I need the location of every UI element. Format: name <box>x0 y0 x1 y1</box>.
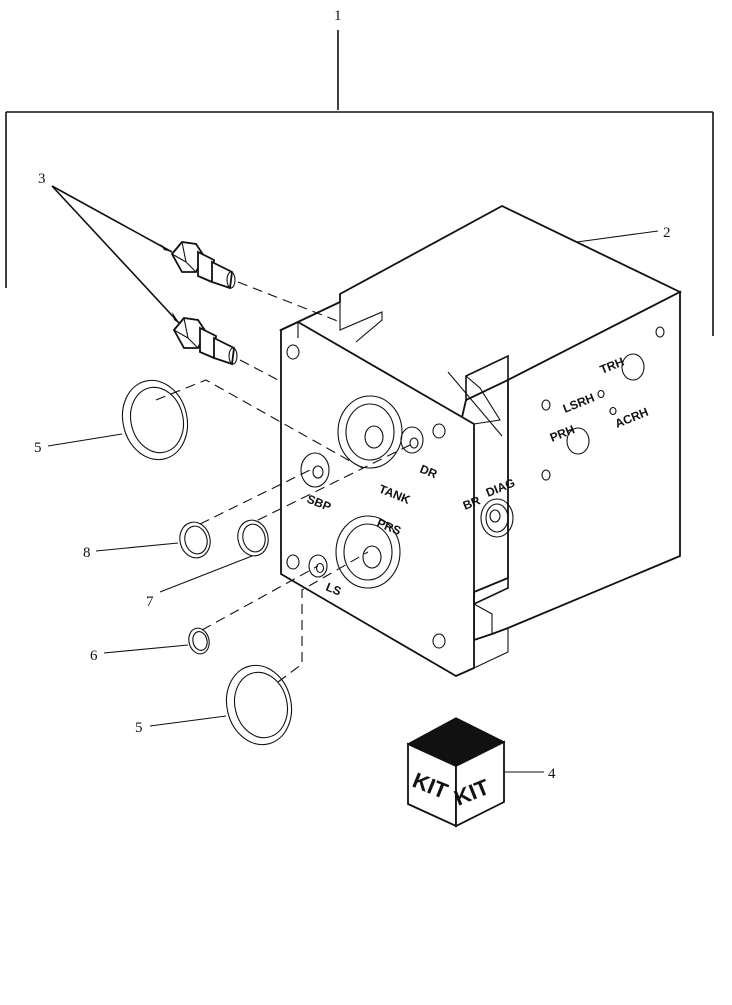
dr-port <box>400 426 424 454</box>
bolt-hole <box>655 326 665 338</box>
bolt-hole <box>286 344 300 360</box>
fitting-upper <box>170 241 236 290</box>
callout-4: 4 <box>548 766 556 782</box>
o-ring-6 <box>188 627 210 655</box>
trh-port <box>621 353 645 381</box>
bolt-hole <box>541 399 551 411</box>
kit-box <box>406 717 506 828</box>
assembly-bracket <box>5 30 714 336</box>
ls-port <box>308 554 328 578</box>
callout-5-upper: 5 <box>34 440 42 456</box>
bolt-hole <box>286 554 300 570</box>
callout-2: 2 <box>663 225 671 241</box>
o-ring-upper <box>121 379 189 461</box>
sbp-port <box>300 452 330 488</box>
tank-port-outer <box>337 395 403 469</box>
bolt-hole <box>432 423 446 439</box>
o-ring-8 <box>179 521 211 559</box>
prh-port <box>566 427 590 455</box>
top-step-edge <box>339 302 383 343</box>
label-br: BR <box>461 493 483 513</box>
prs-port-outer <box>335 515 401 589</box>
label-ls: LS <box>324 580 343 599</box>
lower-notch-inner <box>473 603 493 634</box>
callout-6: 6 <box>90 648 98 664</box>
bolt-hole <box>432 633 446 649</box>
callout-7: 7 <box>146 594 154 610</box>
bolt-hole <box>541 469 551 481</box>
diag-port <box>480 498 514 538</box>
callout-5-lower: 5 <box>135 720 143 736</box>
label-dr: DR <box>418 462 440 482</box>
o-ring-lower <box>225 664 293 746</box>
lower-notch <box>473 578 509 606</box>
lsrh-port <box>597 389 605 399</box>
fitting-lower <box>172 317 238 366</box>
valve-block <box>279 204 683 678</box>
o-ring-7 <box>237 519 269 557</box>
callout-1: 1 <box>334 8 342 24</box>
callout-8: 8 <box>83 545 91 561</box>
callout-3: 3 <box>38 171 46 187</box>
upper-notch-inner <box>465 375 501 425</box>
kit-box-right-face <box>455 740 505 828</box>
acrh-port <box>609 406 617 416</box>
upper-notch <box>465 354 509 400</box>
